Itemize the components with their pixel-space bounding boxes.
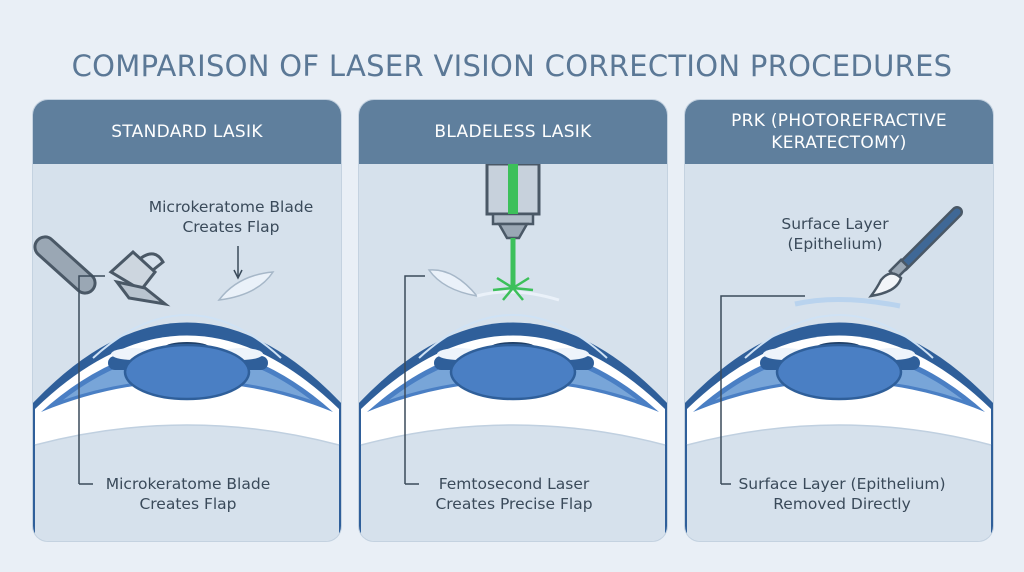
brush-icon: [868, 206, 963, 298]
corneal-flap: [427, 269, 479, 298]
eye-diagram-bladeless: [359, 162, 667, 541]
eye-diagram-standard: [33, 235, 341, 541]
panel-heading: PRK (PHOTOREFRACTIVE KERATECTOMY): [685, 100, 993, 164]
panel-prk: PRK (PHOTOREFRACTIVE KERATECTOMY) Surfac…: [684, 99, 994, 542]
top-label: Surface Layer (Epithelium): [781, 215, 889, 253]
leader-line-bottom: [78, 275, 105, 484]
panel-standard-lasik: STANDARD LASIK Microkeratome Blade Creat…: [32, 99, 342, 542]
panel-heading: STANDARD LASIK: [33, 100, 341, 164]
page-title: COMPARISON OF LASER VISION CORRECTION PR…: [71, 49, 953, 84]
femtosecond-laser-icon: [485, 162, 541, 301]
top-label: Microkeratome Blade Creates Flap: [148, 198, 314, 236]
eye-diagram-prk: [685, 206, 993, 541]
eye-cross-section: [33, 314, 341, 541]
leader-line-bottom: [404, 275, 425, 484]
panel-heading: BLADELESS LASIK: [359, 100, 667, 164]
eye-cross-section: [685, 314, 993, 541]
microkeratome-blade-icon: [33, 235, 171, 307]
corneal-flap: [217, 271, 275, 301]
leader-line-bottom: [720, 295, 805, 484]
epithelium-layer: [794, 296, 901, 309]
bottom-label: Surface Layer (Epithelium) Removed Direc…: [738, 475, 946, 513]
bottom-label: Femtosecond Laser Creates Precise Flap: [435, 475, 593, 513]
panel-bladeless-lasik: BLADELESS LASIK Femtosecond Laser Create…: [358, 99, 668, 542]
bottom-label: Microkeratome Blade Creates Flap: [105, 475, 271, 513]
eye-cross-section: [359, 314, 667, 541]
